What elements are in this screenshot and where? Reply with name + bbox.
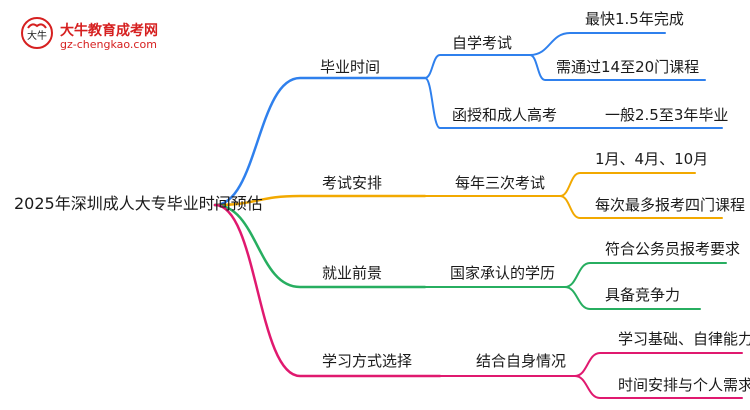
node-personal-situation: 结合自身情况 [476, 352, 567, 370]
node-self-study-exam: 自学考试 [452, 34, 513, 52]
bull-logo-icon: 大牛 [21, 17, 53, 49]
site-logo[interactable]: 大牛 大牛教育成考网 gz-chengkao.com [14, 14, 214, 54]
link-degree-civil [564, 262, 727, 288]
leaf-civil-service: 符合公务员报考要求 [605, 240, 741, 258]
link-degree-competitive [564, 286, 701, 310]
branch-exam-schedule: 考试安排 [322, 174, 383, 192]
link-three-max [559, 195, 723, 219]
leaf-max-courses: 每次最多报考四门课程 [595, 196, 746, 214]
link-root-study [213, 203, 442, 378]
link-grad-selfstudy [424, 54, 531, 79]
link-root-employment [213, 203, 427, 289]
link-selfstudy-courses [529, 54, 706, 81]
node-correspondence: 函授和成人高考 [452, 106, 558, 124]
branch-graduation-time: 毕业时间 [320, 58, 381, 76]
logo-url: gz-chengkao.com [60, 38, 157, 51]
leaf-learning-foundation: 学习基础、自律能力 [618, 330, 750, 348]
link-selfstudy-fastest [529, 32, 666, 56]
svg-text:大牛: 大牛 [27, 29, 47, 42]
root-node: 2025年深圳成人大专毕业时间预估 [14, 194, 263, 213]
leaf-competitive: 具备竞争力 [605, 286, 681, 304]
link-root-graduation [213, 76, 427, 207]
leaf-exam-months: 1月、4月、10月 [595, 150, 709, 168]
node-recognized-degree: 国家承认的学历 [450, 264, 556, 282]
leaf-fastest: 最快1.5年完成 [585, 10, 684, 28]
link-root-exam [213, 194, 427, 207]
branch-study-mode: 学习方式选择 [322, 352, 413, 370]
node-three-exams: 每年三次考试 [455, 174, 546, 192]
link-three-months [559, 172, 696, 197]
link-grad-correspondence [424, 77, 581, 129]
branch-employment: 就业前景 [322, 264, 383, 282]
link-personal-time [574, 375, 743, 399]
logo-title: 大牛教育成考网 [60, 23, 158, 39]
leaf-courses-needed: 需通过14至20门课程 [556, 58, 700, 76]
leaf-usual-duration: 一般2.5至3年毕业 [605, 106, 729, 124]
link-personal-foundation [574, 352, 743, 377]
leaf-time-arrangement: 时间安排与个人需求 [618, 376, 750, 394]
